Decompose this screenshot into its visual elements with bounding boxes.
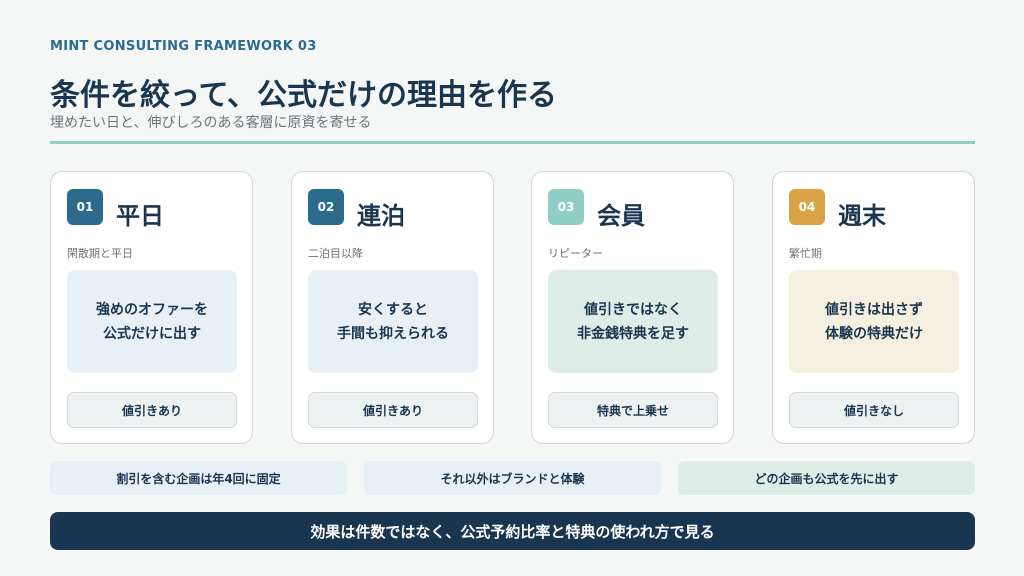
eyebrow-label: MINT CONSULTING FRAMEWORK 03 xyxy=(50,39,317,54)
card-weekend: 04 週末 繁忙期 値引きは出さず 体験の特典だけ 値引きなし xyxy=(772,171,975,444)
card-number-badge: 03 xyxy=(548,189,584,225)
card-pill: 値引きなし xyxy=(789,392,959,428)
note-official-first: どの企画も公式を先に出す xyxy=(678,461,975,495)
card-pill: 値引きあり xyxy=(308,392,478,428)
card-pill: 特典で上乗せ xyxy=(548,392,718,428)
card-number-badge: 04 xyxy=(789,189,825,225)
card-body: 値引きではなく 非金銭特典を足す xyxy=(548,270,718,373)
card-body: 値引きは出さず 体験の特典だけ xyxy=(789,270,959,373)
card-pill: 値引きあり xyxy=(67,392,237,428)
page-title: 条件を絞って、公式だけの理由を作る xyxy=(50,78,557,113)
title-divider xyxy=(50,141,975,144)
card-label: 閑散期と平日 xyxy=(67,247,133,260)
card-label: 繁忙期 xyxy=(789,247,822,260)
card-label: 二泊目以降 xyxy=(308,247,363,260)
summary-banner: 効果は件数ではなく、公式予約比率と特典の使われ方で見る xyxy=(50,512,975,550)
card-number-badge: 02 xyxy=(308,189,344,225)
note-brand-experience: それ以外はブランドと体験 xyxy=(364,461,661,495)
card-title: 会員 xyxy=(597,202,645,230)
note-discount-schedule: 割引を含む企画は年4回に固定 xyxy=(50,461,347,495)
card-title: 週末 xyxy=(838,202,886,230)
card-number-badge: 01 xyxy=(67,189,103,225)
card-body: 強めのオファーを 公式だけに出す xyxy=(67,270,237,373)
page-subtitle: 埋めたい日と、伸びしろのある客層に原資を寄せる xyxy=(50,115,372,131)
card-label: リピーター xyxy=(548,247,603,260)
card-member: 03 会員 リピーター 値引きではなく 非金銭特典を足す 特典で上乗せ xyxy=(531,171,734,444)
card-consecutive-stay: 02 連泊 二泊目以降 安くすると 手間も抑えられる 値引きあり xyxy=(291,171,494,444)
card-weekday: 01 平日 閑散期と平日 強めのオファーを 公式だけに出す 値引きあり xyxy=(50,171,253,444)
card-title: 平日 xyxy=(116,202,164,230)
card-body: 安くすると 手間も抑えられる xyxy=(308,270,478,373)
card-title: 連泊 xyxy=(357,202,405,230)
